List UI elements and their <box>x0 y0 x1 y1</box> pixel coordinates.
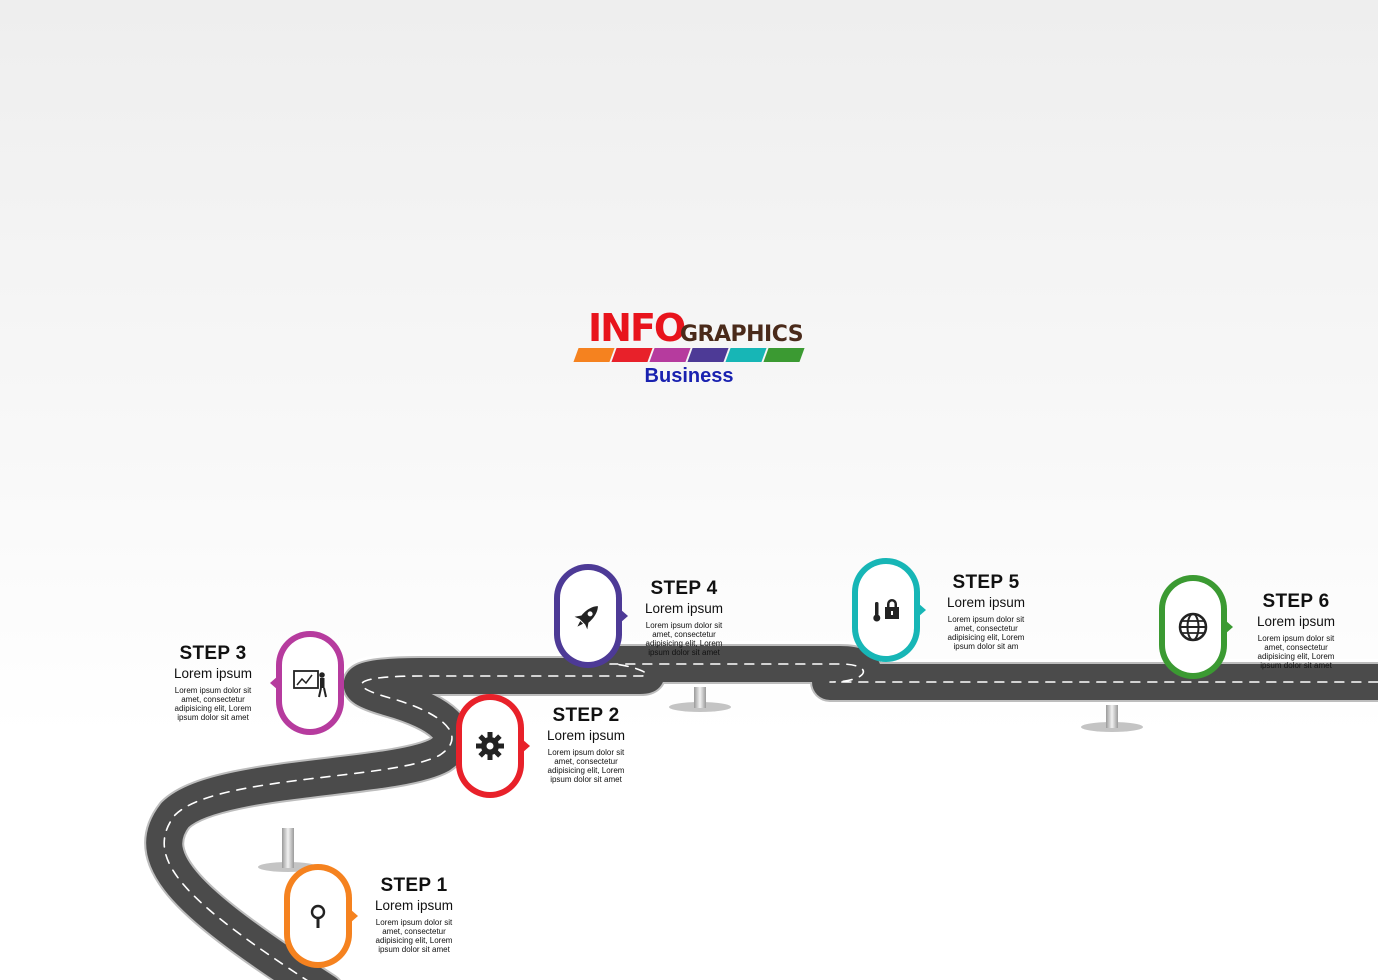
step-3-badge-inner <box>282 637 338 729</box>
step-1-badge-inner <box>290 870 346 962</box>
step-5-body: Lorem ipsum dolor sit amet, consectetur … <box>947 615 1025 651</box>
step-1-body: Lorem ipsum dolor sit amet, consectetur … <box>375 918 453 954</box>
logo-color-bar <box>725 348 767 362</box>
step-6-body: Lorem ipsum dolor sit amet, consectetur … <box>1257 634 1335 670</box>
step-5-text: STEP 5 Lorem ipsum Lorem ipsum dolor sit… <box>930 572 1042 651</box>
step-4-text: STEP 4 Lorem ipsum Lorem ipsum dolor sit… <box>628 578 740 657</box>
step-3-body: Lorem ipsum dolor sit amet, consectetur … <box>174 686 252 722</box>
gear-icon <box>476 732 504 760</box>
step-5-marker <box>852 558 926 662</box>
step-6-subtitle: Lorem ipsum <box>1256 614 1336 629</box>
step-2-subtitle: Lorem ipsum <box>546 728 626 743</box>
step-4-title: STEP 4 <box>650 578 718 599</box>
logo-color-bar <box>763 348 805 362</box>
road <box>141 641 1378 980</box>
step-4-marker <box>554 564 628 668</box>
logo-color-bar <box>611 348 653 362</box>
step-markers <box>270 558 1233 968</box>
logo-color-bar <box>649 348 691 362</box>
logo-color-bar <box>573 348 615 362</box>
step-6-title: STEP 6 <box>1262 591 1330 612</box>
step-6-text: STEP 6 Lorem ipsum Lorem ipsum dolor sit… <box>1240 591 1352 670</box>
logo-color-bars <box>573 348 805 362</box>
lock-thermometer-icon <box>873 599 899 622</box>
logo-info-text: INFO <box>588 306 686 350</box>
step-1-title: STEP 1 <box>380 875 448 896</box>
globe-icon <box>1178 612 1208 642</box>
step-2-title: STEP 2 <box>552 705 620 726</box>
infographics-logo: INFO GRAPHICS Business <box>573 306 805 396</box>
step-3-subtitle: Lorem ipsum <box>173 666 253 681</box>
presentation-icon <box>293 670 327 698</box>
step-5-subtitle: Lorem ipsum <box>946 595 1026 610</box>
step-1-subtitle: Lorem ipsum <box>374 898 454 913</box>
step-1-marker <box>284 864 358 968</box>
step-2-text: STEP 2 Lorem ipsum Lorem ipsum dolor sit… <box>530 705 642 784</box>
logo-color-bar <box>687 348 729 362</box>
logo-graphics-text: GRAPHICS <box>680 322 804 347</box>
step-2-marker <box>456 694 530 798</box>
step-3-title: STEP 3 <box>179 643 247 664</box>
step-3-text: STEP 3 Lorem ipsum Lorem ipsum dolor sit… <box>157 643 269 722</box>
magnifier-icon <box>310 904 326 928</box>
step-3-marker <box>270 631 344 735</box>
step-2-body: Lorem ipsum dolor sit amet, consectetur … <box>547 748 625 784</box>
step-4-body: Lorem ipsum dolor sit amet, consectetur … <box>645 621 723 657</box>
step-6-marker <box>1159 575 1233 679</box>
step-5-title: STEP 5 <box>952 572 1020 593</box>
logo-subtitle: Business <box>644 365 734 387</box>
step-4-subtitle: Lorem ipsum <box>644 601 724 616</box>
step-1-text: STEP 1 Lorem ipsum Lorem ipsum dolor sit… <box>358 875 470 954</box>
